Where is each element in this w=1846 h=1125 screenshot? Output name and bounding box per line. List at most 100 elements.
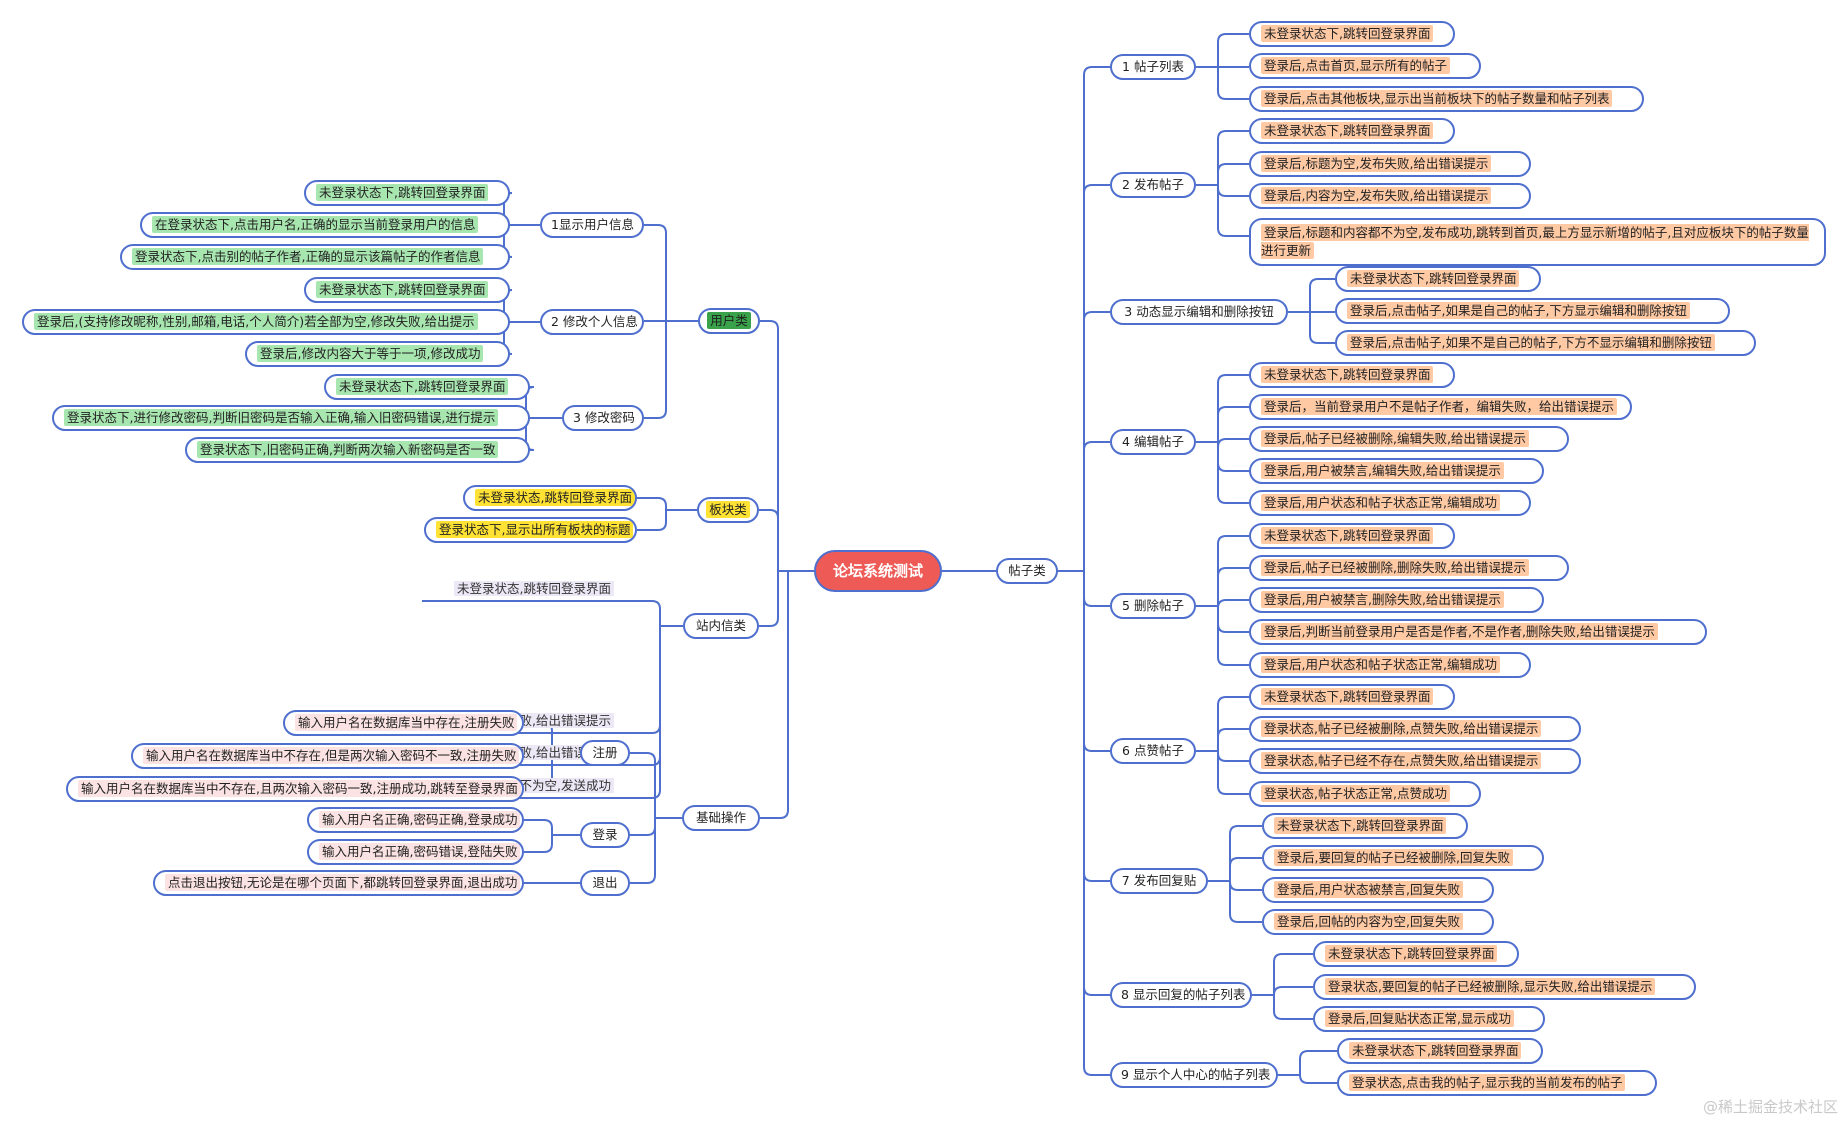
leaf-item[interactable]: 未登录状态下,跳转回登录界面 (1335, 266, 1541, 292)
connector-line (1196, 535, 1249, 607)
leaf-item[interactable]: 未登录状态下,跳转回登录界面 (324, 374, 530, 400)
leaf-item-label: 登录后,用户被禁言,删除失败,给出错误提示 (1261, 591, 1504, 608)
subtopic-post-4[interactable]: 4 编辑帖子 (1110, 429, 1196, 455)
leaf-item[interactable]: 输入用户名在数据库当中不存在,但是两次输入密码不一致,注册失败 (131, 743, 524, 769)
leaf-item[interactable]: 登录状态下,进行修改密码,判断旧密码是否输入正确,输入旧密码错误,进行提示 (52, 405, 530, 431)
leaf-item[interactable]: 登录后,回复贴状态正常,显示成功 (1313, 1006, 1545, 1032)
connector-line (630, 752, 682, 819)
leaf-item-label: 输入用户名在数据库当中不存在,但是两次输入密码不一致,注册失败 (143, 747, 520, 764)
leaf-item[interactable]: 登录后,用户被禁言,编辑失败,给出错误提示 (1249, 458, 1544, 484)
leaf-item-label: 登录后,标题为空,发布失败,给出错误提示 (1261, 155, 1492, 172)
connector-line (1196, 406, 1249, 443)
subtopic-post-4-label: 4 编辑帖子 (1122, 434, 1184, 449)
leaf-item[interactable]: 未登录状态下,跳转回登录界面 (1262, 813, 1468, 839)
leaf-item[interactable]: 输入用户名正确,密码正确,登录成功 (307, 807, 524, 833)
leaf-item[interactable]: 点击退出按钮,无论是在哪个页面下,都跳转回登录界面,退出成功 (153, 870, 524, 896)
leaf-item[interactable]: 登录后,要回复的帖子已经被删除,回复失败 (1262, 845, 1544, 871)
leaf-item[interactable]: 登录后,用户状态和帖子状态正常,编辑成功 (1249, 490, 1531, 516)
leaf-item[interactable]: 未登录状态,跳转回登录界面 (463, 485, 637, 511)
connector-line (1196, 441, 1249, 504)
connector-line (760, 570, 814, 819)
connector-line (620, 600, 683, 627)
leaf-item[interactable]: 登录后,点击帖子,如果不是自己的帖子,下方不显示编辑和删除按钮 (1335, 330, 1756, 356)
leaf-item[interactable]: 登录后,用户被禁言,删除失败,给出错误提示 (1249, 587, 1544, 613)
branch-user[interactable]: 用户类 (698, 308, 760, 334)
leaf-item[interactable]: 输入用户名在数据库当中存在,注册失败 (283, 710, 524, 736)
leaf-item[interactable]: 未登录状态下,跳转回登录界面 (1249, 21, 1455, 47)
branch-posts[interactable]: 帖子类 (996, 558, 1058, 584)
leaf-item[interactable]: 输入用户名在数据库当中不存在,且两次输入密码一致,注册成功,跳转至登录界面 (66, 776, 524, 802)
subtopic-post-5[interactable]: 5 删除帖子 (1110, 593, 1196, 619)
leaf-item[interactable]: 登录后,判断当前登录用户是否是作者,不是作者,删除失败,给出错误提示 (1249, 619, 1707, 645)
leaf-item[interactable]: 登录后,帖子已经被删除,编辑失败,给出错误提示 (1249, 426, 1569, 452)
leaf-item[interactable]: 未登录状态下,跳转回登录界面 (304, 180, 510, 206)
leaf-item[interactable]: 未登录状态下,跳转回登录界面 (1249, 118, 1455, 144)
leaf-item[interactable]: 登录后,标题为空,发布失败,给出错误提示 (1249, 151, 1531, 177)
leaf-item[interactable]: 未登录状态下,跳转回登录界面 (1337, 1038, 1543, 1064)
connector-line (1196, 750, 1249, 762)
branch-posts-label: 帖子类 (1008, 563, 1046, 578)
watermark: @稀土掘金技术社区 (1702, 1098, 1838, 1116)
leaf-item[interactable]: 在登录状态下,点击用户名,正确的显示当前登录用户的信息 (140, 212, 510, 238)
leaf-item[interactable]: 登录后,(支持修改昵称,性别,邮箱,电话,个人简介)若全部为空,修改失败,给出提… (22, 309, 510, 335)
branch-basic[interactable]: 基础操作 (682, 805, 760, 831)
subtopic-post-9[interactable]: 9 显示个人中心的帖子列表 (1110, 1062, 1278, 1088)
leaf-item-label: 未登录状态下,跳转回登录界面 (1325, 945, 1498, 962)
leaf-item[interactable]: 登录状态下,点击别的帖子作者,正确的显示该篇帖子的作者信息 (120, 244, 510, 270)
leaf-item[interactable]: 登录后,用户状态被禁言,回复失败 (1262, 877, 1494, 903)
leaf-item[interactable]: 未登录状态下,跳转回登录界面 (304, 277, 510, 303)
subtopic-user-3[interactable]: 3 修改密码 (562, 405, 644, 431)
leaf-item[interactable]: 未登录状态下,跳转回登录界面 (1249, 362, 1455, 388)
connector-line (1196, 374, 1249, 443)
subtopic-user-2[interactable]: 2 修改个人信息 (540, 309, 644, 335)
leaf-item[interactable]: 登录后,点击其他板块,显示出当前板块下的帖子数量和帖子列表 (1249, 86, 1644, 112)
subtopic-post-3[interactable]: 3 动态显示编辑和删除按钮 (1110, 299, 1288, 325)
leaf-item[interactable]: 登录后,修改内容大于等于一项,修改成功 (245, 341, 510, 367)
leaf-item-plain[interactable]: 未登录状态,跳转回登录界面 (422, 578, 620, 602)
branch-board[interactable]: 板块类 (697, 497, 759, 523)
leaf-item[interactable]: 输入用户名正确,密码错误,登陆失败 (307, 839, 524, 865)
leaf-item-label: 未登录状态下,跳转回登录界面 (1261, 25, 1434, 42)
leaf-item[interactable]: 未登录状态下,跳转回登录界面 (1249, 684, 1455, 710)
branch-messages[interactable]: 站内信类 (683, 613, 759, 639)
leaf-item[interactable]: 登录状态,点击我的帖子,显示我的当前发布的帖子 (1337, 1070, 1657, 1096)
leaf-item[interactable]: 登录状态,帖子状态正常,点赞成功 (1249, 781, 1481, 807)
subtopic-basic-1-label: 注册 (592, 745, 618, 760)
connector-line (644, 320, 698, 419)
subtopic-basic-1[interactable]: 注册 (580, 740, 630, 766)
leaf-item-label: 登录状态下,点击别的帖子作者,正确的显示该篇帖子的作者信息 (132, 248, 484, 265)
leaf-item[interactable]: 登录后,点击帖子,如果是自己的帖子,下方显示编辑和删除按钮 (1335, 298, 1730, 324)
leaf-item-label: 登录后,用户被禁言,编辑失败,给出错误提示 (1261, 462, 1504, 479)
leaf-item[interactable]: 登录后,帖子已经被删除,删除失败,给出错误提示 (1249, 555, 1569, 581)
leaf-item[interactable]: 登录后,回帖的内容为空,回复失败 (1262, 909, 1494, 935)
leaf-item[interactable]: 登录状态,帖子已经不存在,点赞失败,给出错误提示 (1249, 748, 1581, 774)
leaf-item-label: 登录状态,要回复的帖子已经被删除,显示失败,给出错误提示 (1325, 978, 1656, 995)
connector-line (1278, 1050, 1337, 1076)
leaf-item[interactable]: 登录后,内容为空,发布失败,给出错误提示 (1249, 183, 1531, 209)
connector-line (1288, 311, 1335, 344)
subtopic-basic-2[interactable]: 登录 (580, 822, 630, 848)
leaf-item[interactable]: 登录后,用户状态和帖子状态正常,编辑成功 (1249, 652, 1531, 678)
subtopic-basic-3[interactable]: 退出 (580, 870, 630, 896)
leaf-item-label: 点击退出按钮,无论是在哪个页面下,都跳转回登录界面,退出成功 (165, 874, 521, 891)
root-node[interactable]: 论坛系统测试 (814, 550, 942, 592)
subtopic-user-1-label: 1显示用户信息 (551, 217, 634, 232)
leaf-item[interactable]: 登录后,标题和内容都不为空,发布成功,跳转到首页,最上方显示新增的帖子,且对应板… (1249, 218, 1826, 266)
subtopic-post-8[interactable]: 8 显示回复的帖子列表 (1110, 982, 1252, 1008)
leaf-item[interactable]: 未登录状态下,跳转回登录界面 (1249, 523, 1455, 549)
leaf-item-label: 未登录状态下,跳转回登录界面 (1261, 527, 1434, 544)
leaf-item[interactable]: 登录状态,要回复的帖子已经被删除,显示失败,给出错误提示 (1313, 974, 1696, 1000)
leaf-item[interactable]: 登录后，当前登录用户不是帖子作者，编辑失败，给出错误提示 (1249, 394, 1632, 420)
connector-line (1252, 953, 1313, 996)
leaf-item[interactable]: 登录后,点击首页,显示所有的帖子 (1249, 53, 1481, 79)
subtopic-post-1[interactable]: 1 帖子列表 (1110, 54, 1196, 80)
leaf-item[interactable]: 登录状态,帖子已经被删除,点赞失败,给出错误提示 (1249, 716, 1581, 742)
subtopic-post-7[interactable]: 7 发布回复贴 (1110, 868, 1208, 894)
leaf-item[interactable]: 登录状态下,旧密码正确,判断两次输入新密码是否一致 (185, 437, 530, 463)
subtopic-user-1[interactable]: 1显示用户信息 (540, 212, 644, 238)
subtopic-post-6[interactable]: 6 点赞帖子 (1110, 738, 1196, 764)
leaf-item[interactable]: 未登录状态下,跳转回登录界面 (1313, 941, 1519, 967)
leaf-item-label: 登录后,回帖的内容为空,回复失败 (1274, 913, 1463, 930)
subtopic-post-2[interactable]: 2 发布帖子 (1110, 172, 1196, 198)
leaf-item[interactable]: 登录状态下,显示出所有板块的标题 (424, 517, 637, 543)
